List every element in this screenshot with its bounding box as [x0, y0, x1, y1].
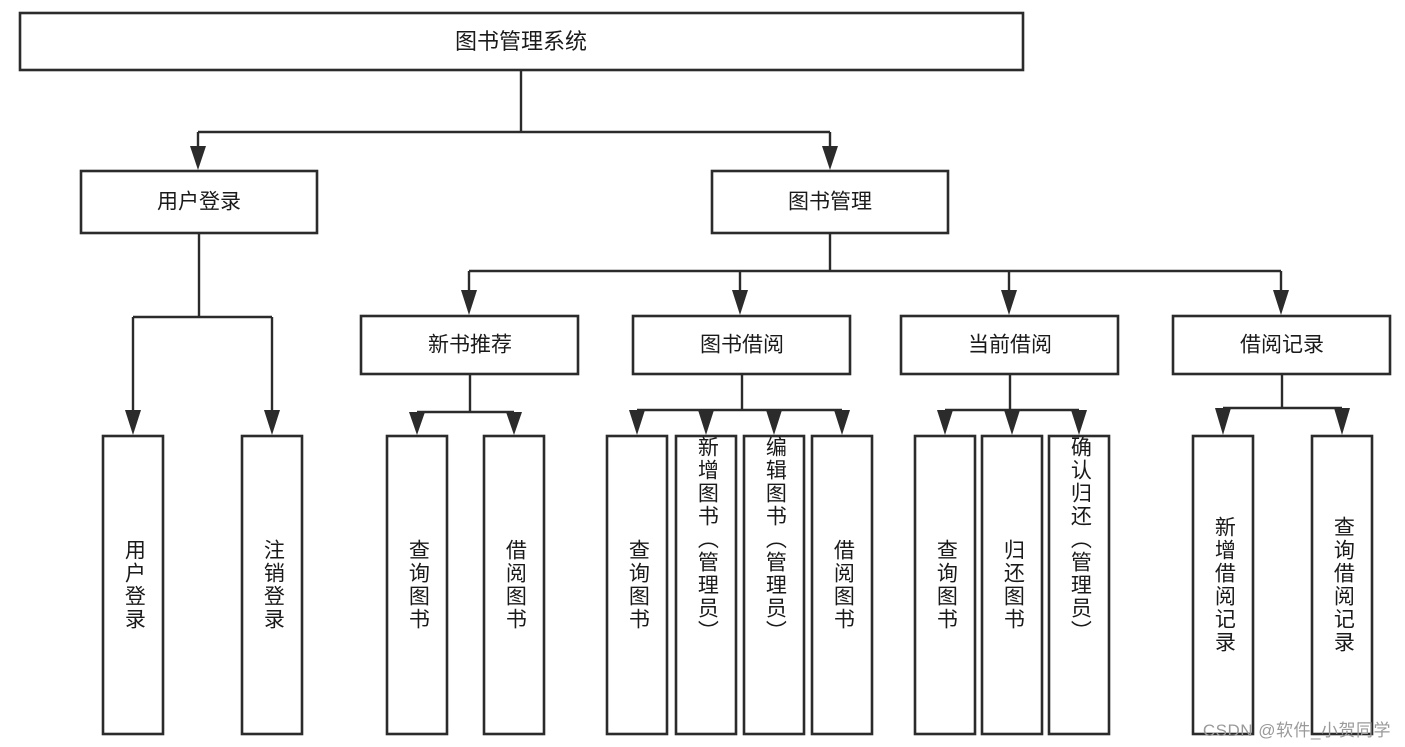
watermark-text: CSDN @软件_小贺同学 [1202, 721, 1391, 740]
node-new-book-recommend-label: 新书推荐 [428, 334, 512, 357]
leaf-box-borrow-record-2[interactable] [1310, 434, 1374, 736]
leaf-box-new-book-1[interactable] [385, 434, 449, 736]
arrow-icon-current-borrow-leaf-2 [1004, 410, 1020, 435]
arrow-icon-current-borrow-leaf-1 [937, 410, 953, 435]
node-book-borrow-label: 图书借阅 [700, 334, 784, 357]
leaf-box-book-borrow-2[interactable] [674, 434, 738, 736]
node-book-manage[interactable]: 图书管理 [710, 169, 950, 235]
arrow-icon-new-book-leaf-1 [409, 412, 425, 435]
arrow-icon-to-new-book [461, 290, 477, 315]
node-user-login-label: 用户登录 [157, 191, 241, 214]
leaf-box-current-borrow-3[interactable] [1047, 434, 1111, 736]
arrow-icon-user-login-leaf-2 [264, 410, 280, 435]
node-current-borrow-label: 当前借阅 [968, 334, 1052, 357]
leaf-box-current-borrow-1[interactable] [913, 434, 977, 736]
arrow-icon-to-book-borrow [732, 290, 748, 315]
leaf-box-current-borrow-2[interactable] [980, 434, 1044, 736]
arrow-icon-new-book-leaf-2 [506, 412, 522, 435]
arrow-icon-book-borrow-leaf-4 [834, 410, 850, 435]
leaf-box-book-borrow-3[interactable] [742, 434, 806, 736]
node-borrow-record-label: 借阅记录 [1240, 334, 1324, 357]
node-current-borrow[interactable]: 当前借阅 [899, 314, 1120, 376]
arrow-icon-borrow-record-leaf-1 [1215, 408, 1231, 435]
node-new-book-recommend[interactable]: 新书推荐 [359, 314, 580, 376]
arrow-icon-to-borrow-record [1273, 290, 1289, 315]
arrow-icon-to-current-borrow [1001, 290, 1017, 315]
arrow-icon-to-user-login [190, 146, 206, 170]
leaf-box-user-login-1[interactable] [101, 434, 165, 736]
leaf-box-book-borrow-4[interactable] [810, 434, 874, 736]
node-book-manage-label: 图书管理 [788, 191, 872, 214]
node-root[interactable]: 图书管理系统 [18, 11, 1025, 72]
leaf-box-borrow-record-1[interactable] [1191, 434, 1255, 736]
leaf-box-book-borrow-1[interactable] [605, 434, 669, 736]
node-borrow-record-box[interactable] [1171, 314, 1392, 376]
node-current-borrow-box[interactable] [899, 314, 1120, 376]
arrow-icon-to-book-manage [822, 146, 838, 170]
node-book-borrow-box[interactable] [631, 314, 852, 376]
node-borrow-record[interactable]: 借阅记录 [1171, 314, 1392, 376]
leaf-box-new-book-2[interactable] [482, 434, 546, 736]
arrow-icon-user-login-leaf-1 [125, 410, 141, 435]
node-book-manage-box[interactable] [710, 169, 950, 235]
arrow-icon-book-borrow-leaf-2 [698, 410, 714, 435]
leaf-box-user-login-2[interactable] [240, 434, 304, 736]
node-user-login[interactable]: 用户登录 [79, 169, 319, 235]
arrow-icon-book-borrow-leaf-1 [629, 410, 645, 435]
node-book-borrow[interactable]: 图书借阅 [631, 314, 852, 376]
arrow-icon-borrow-record-leaf-2 [1334, 408, 1350, 435]
arrow-icon-current-borrow-leaf-3 [1071, 410, 1087, 435]
node-root-label: 图书管理系统 [455, 29, 587, 54]
node-root-box[interactable] [18, 11, 1025, 72]
arrow-icon-book-borrow-leaf-3 [766, 410, 782, 435]
node-new-book-recommend-box[interactable] [359, 314, 580, 376]
